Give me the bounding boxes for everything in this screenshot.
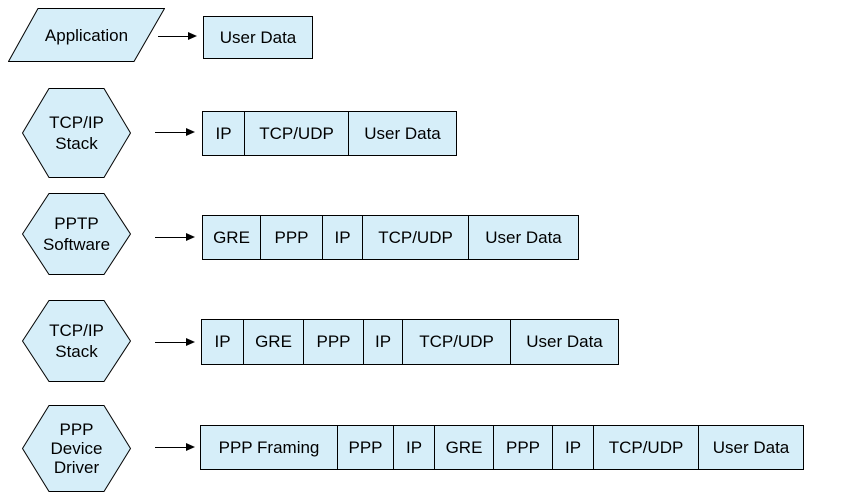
packet-row-tcpip-upper: IP TCP/UDP User Data (202, 111, 457, 156)
segment-user-data: User Data (348, 111, 457, 156)
arrow-icon (155, 128, 195, 136)
segment-gre: GRE (243, 319, 304, 365)
segment-user-data: User Data (510, 319, 619, 365)
hexagon-outline (22, 88, 131, 178)
segment-user-data: User Data (203, 16, 313, 59)
segment-tcp-udp: TCP/UDP (244, 111, 349, 156)
packet-row-ppp-driver: PPP Framing PPP IP GRE PPP IP TCP/UDP Us… (200, 425, 804, 470)
segment-ppp: PPP (493, 425, 553, 470)
segment-user-data: User Data (698, 425, 804, 470)
stage-label: PPTP Software (22, 193, 131, 275)
hexagon-outline (22, 405, 131, 492)
segment-user-data: User Data (468, 215, 579, 260)
segment-ip: IP (393, 425, 435, 470)
stage-label-line: Software (42, 235, 111, 254)
stage-label: TCP/IP Stack (22, 300, 131, 382)
stage-label: PPP Device Driver (22, 405, 131, 492)
parallelogram-shape (8, 8, 165, 62)
hexagon-outline (22, 193, 131, 275)
stage-label-line: Stack (55, 342, 98, 361)
hexagon-outline (22, 300, 131, 382)
stage-shape-tcpip-stack-lower: TCP/IP Stack (22, 300, 131, 382)
segment-ip: IP (363, 319, 403, 365)
stage-label-line: TCP/IP (49, 113, 104, 132)
stage-shape-ppp-device-driver: PPP Device Driver (22, 405, 131, 492)
segment-tcp-udp: TCP/UDP (362, 215, 469, 260)
segment-ppp: PPP (303, 319, 364, 365)
arrow-icon (155, 443, 195, 451)
stage-label-line: PPTP (54, 214, 99, 233)
segment-gre: GRE (202, 215, 261, 260)
stage-label-line: Stack (55, 134, 98, 153)
stage-shape-pptp-software: PPTP Software (22, 193, 131, 275)
packet-row-application: User Data (203, 16, 313, 59)
segment-ppp: PPP (260, 215, 323, 260)
segment-ip: IP (201, 319, 244, 365)
stage-shape-tcpip-stack-upper: TCP/IP Stack (22, 88, 131, 178)
segment-tcp-udp: TCP/UDP (402, 319, 511, 365)
stage-label-line: TCP/IP (49, 321, 104, 340)
parallelogram-outline (8, 8, 165, 62)
arrow-icon (155, 233, 195, 241)
stage-label-line: PPP (59, 420, 94, 439)
packet-row-pptp: GRE PPP IP TCP/UDP User Data (202, 215, 579, 260)
stage-label-line: Application (44, 25, 129, 45)
stage-shape-application: Application (8, 8, 165, 62)
hexagon-shape (22, 405, 131, 492)
segment-ip: IP (322, 215, 363, 260)
arrow-icon (155, 338, 195, 346)
packet-row-tcpip-lower: IP GRE PPP IP TCP/UDP User Data (201, 319, 619, 365)
arrow-icon (158, 32, 197, 40)
segment-ppp: PPP (337, 425, 394, 470)
segment-tcp-udp: TCP/UDP (593, 425, 699, 470)
hexagon-shape (22, 193, 131, 275)
segment-gre: GRE (434, 425, 494, 470)
stage-label: Application (8, 8, 165, 62)
hexagon-shape (22, 88, 131, 178)
hexagon-shape (22, 300, 131, 382)
segment-ip: IP (202, 111, 245, 156)
stage-label-line: Device (50, 439, 103, 458)
segment-ip: IP (552, 425, 594, 470)
stage-label: TCP/IP Stack (22, 88, 131, 178)
stage-label-line: Driver (53, 458, 100, 477)
segment-ppp-framing: PPP Framing (200, 425, 338, 470)
